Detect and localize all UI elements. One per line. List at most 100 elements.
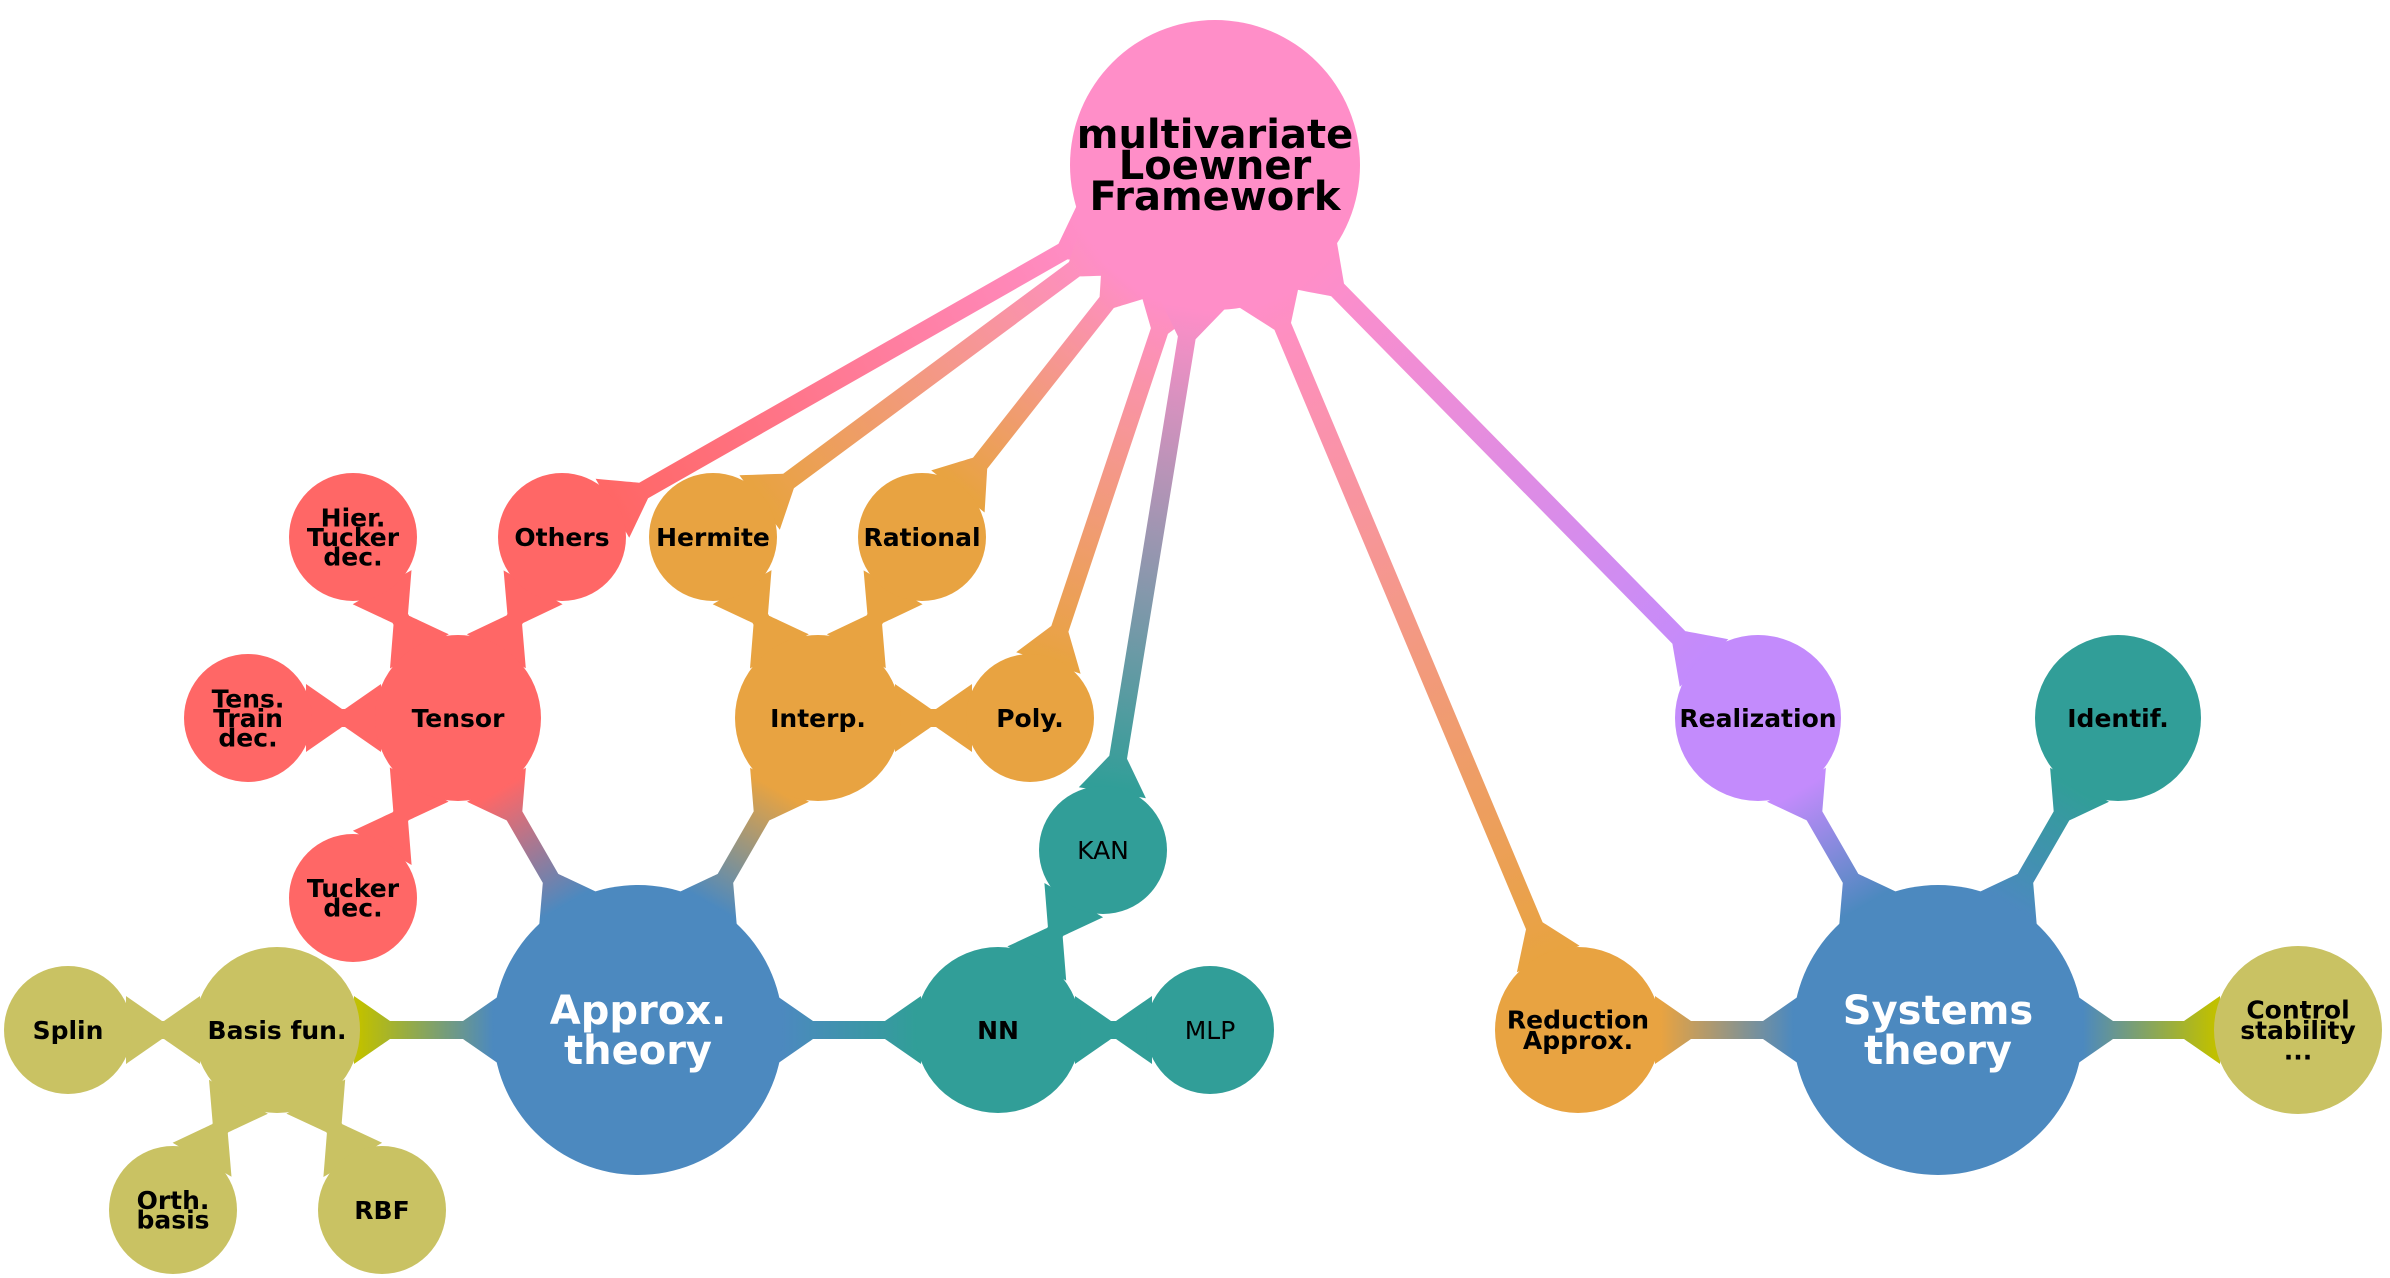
- node-splin[interactable]: Splin: [4, 966, 132, 1094]
- node-systems-label-line: theory: [1864, 1028, 2012, 1074]
- node-kan-bubble: [1039, 786, 1167, 914]
- edge-root-to-rational: [931, 253, 1156, 513]
- node-identif-label-line: Identif.: [2067, 704, 2168, 733]
- node-approx-bubble: [493, 885, 783, 1175]
- node-basis-label-line: Basis fun.: [208, 1016, 347, 1045]
- node-mlp[interactable]: MLP: [1146, 966, 1274, 1094]
- node-realization-label: Realization: [1679, 704, 1836, 733]
- node-systems-bubble: [1793, 885, 2083, 1175]
- node-interp-bubble: [735, 635, 901, 801]
- edge-root-to-others: [595, 204, 1112, 538]
- node-others-label: Others: [514, 523, 609, 552]
- node-systems-label-line: Systems: [1843, 988, 2033, 1034]
- node-tens-train-label-line: dec.: [218, 723, 277, 752]
- node-identif-label: Identif.: [2067, 704, 2168, 733]
- node-nn-bubble: [915, 947, 1081, 1113]
- node-hier-tucker-label-line: Tucker: [307, 523, 400, 552]
- node-interp[interactable]: Interp.: [735, 635, 901, 801]
- edge-basis-to-splin: [126, 996, 200, 1064]
- node-reduction-bubble: [1495, 947, 1661, 1113]
- node-hier-tucker-label-line: dec.: [323, 542, 382, 571]
- node-tensor-label: Tensor: [412, 704, 506, 733]
- edge-systems-to-control: [2077, 996, 2220, 1064]
- node-tensor[interactable]: Tensor: [375, 635, 541, 801]
- node-tens-train-label-line: Tens.: [212, 684, 285, 713]
- node-rbf[interactable]: RBF: [318, 1146, 446, 1274]
- node-rational-label-line: Rational: [863, 523, 980, 552]
- node-nn[interactable]: NN: [915, 947, 1081, 1113]
- node-hier-tucker-bubble: [289, 473, 417, 601]
- node-kan-label: KAN: [1077, 836, 1129, 865]
- node-approx-label: Approx.theory: [550, 988, 726, 1074]
- node-reduction-label-line: Reduction: [1507, 1006, 1649, 1035]
- node-kan[interactable]: KAN: [1039, 786, 1167, 914]
- node-others-bubble: [498, 473, 626, 601]
- node-hermite-bubble: [649, 473, 777, 601]
- node-basis[interactable]: Basis fun.: [194, 947, 360, 1113]
- node-kan-label-line: KAN: [1077, 836, 1129, 865]
- node-nn-label: NN: [977, 1016, 1019, 1045]
- node-approx[interactable]: Approx.theory: [493, 885, 783, 1175]
- node-tens-train-label-line: Train: [213, 704, 283, 733]
- node-mlp-label-line: MLP: [1185, 1016, 1236, 1045]
- node-hermite-label-line: Hermite: [656, 523, 770, 552]
- node-rational[interactable]: Rational: [858, 473, 986, 601]
- node-control-bubble: [2214, 946, 2382, 1114]
- node-poly-label-line: Poly.: [996, 704, 1064, 733]
- node-tucker-label-line: Tucker: [307, 874, 400, 903]
- node-realization[interactable]: Realization: [1675, 635, 1841, 801]
- node-realization-bubble: [1675, 635, 1841, 801]
- edge-approx-to-nn: [777, 996, 921, 1064]
- node-orth-label-line: Orth.: [137, 1186, 210, 1215]
- node-hermite[interactable]: Hermite: [649, 473, 777, 601]
- node-approx-label-line: theory: [564, 1028, 712, 1074]
- node-poly[interactable]: Poly.: [966, 654, 1094, 782]
- edge-approx-to-interp: [678, 767, 809, 927]
- node-mlp-bubble: [1146, 966, 1274, 1094]
- node-orth[interactable]: Orth.basis: [109, 1146, 237, 1274]
- node-identif[interactable]: Identif.: [2035, 635, 2201, 801]
- node-tucker-bubble: [289, 834, 417, 962]
- node-root-bubble: [1070, 20, 1360, 310]
- node-root-label-line: Framework: [1089, 174, 1341, 220]
- node-tensor-label-line: Tensor: [412, 704, 506, 733]
- node-tens-train-bubble: [184, 654, 312, 782]
- node-control-label-line: stability: [2240, 1016, 2356, 1045]
- node-realization-label-line: Realization: [1679, 704, 1836, 733]
- node-splin-label-line: Splin: [33, 1016, 104, 1045]
- edge-systems-to-identif: [1978, 767, 2109, 927]
- edge-nn-to-mlp: [1075, 996, 1152, 1064]
- node-reduction-label-line: Approx.: [1523, 1026, 1633, 1055]
- edge-tensor-to-tens-train: [306, 684, 381, 752]
- node-poly-label: Poly.: [996, 704, 1064, 733]
- node-splin-bubble: [4, 966, 132, 1094]
- edge-systems-to-realization: [1767, 767, 1898, 927]
- node-others-label-line: Others: [514, 523, 609, 552]
- node-interp-label: Interp.: [770, 704, 866, 733]
- node-control-label-line: ...: [2284, 1036, 2313, 1065]
- node-control-label-line: Control: [2246, 995, 2349, 1024]
- node-identif-bubble: [2035, 635, 2201, 801]
- node-interp-label-line: Interp.: [770, 704, 866, 733]
- edge-root-to-reduction: [1237, 280, 1580, 973]
- node-hier-tucker-label-line: Hier.: [321, 503, 386, 532]
- edge-approx-to-basis: [354, 996, 499, 1064]
- node-others[interactable]: Others: [498, 473, 626, 601]
- node-root-label-line: Loewner: [1119, 143, 1312, 189]
- edge-root-to-hermite: [739, 220, 1124, 530]
- edge-root-to-kan: [1078, 296, 1227, 799]
- node-root-label-line: multivariate: [1077, 112, 1353, 158]
- node-approx-label-line: Approx.: [550, 988, 726, 1034]
- node-tensor-bubble: [375, 635, 541, 801]
